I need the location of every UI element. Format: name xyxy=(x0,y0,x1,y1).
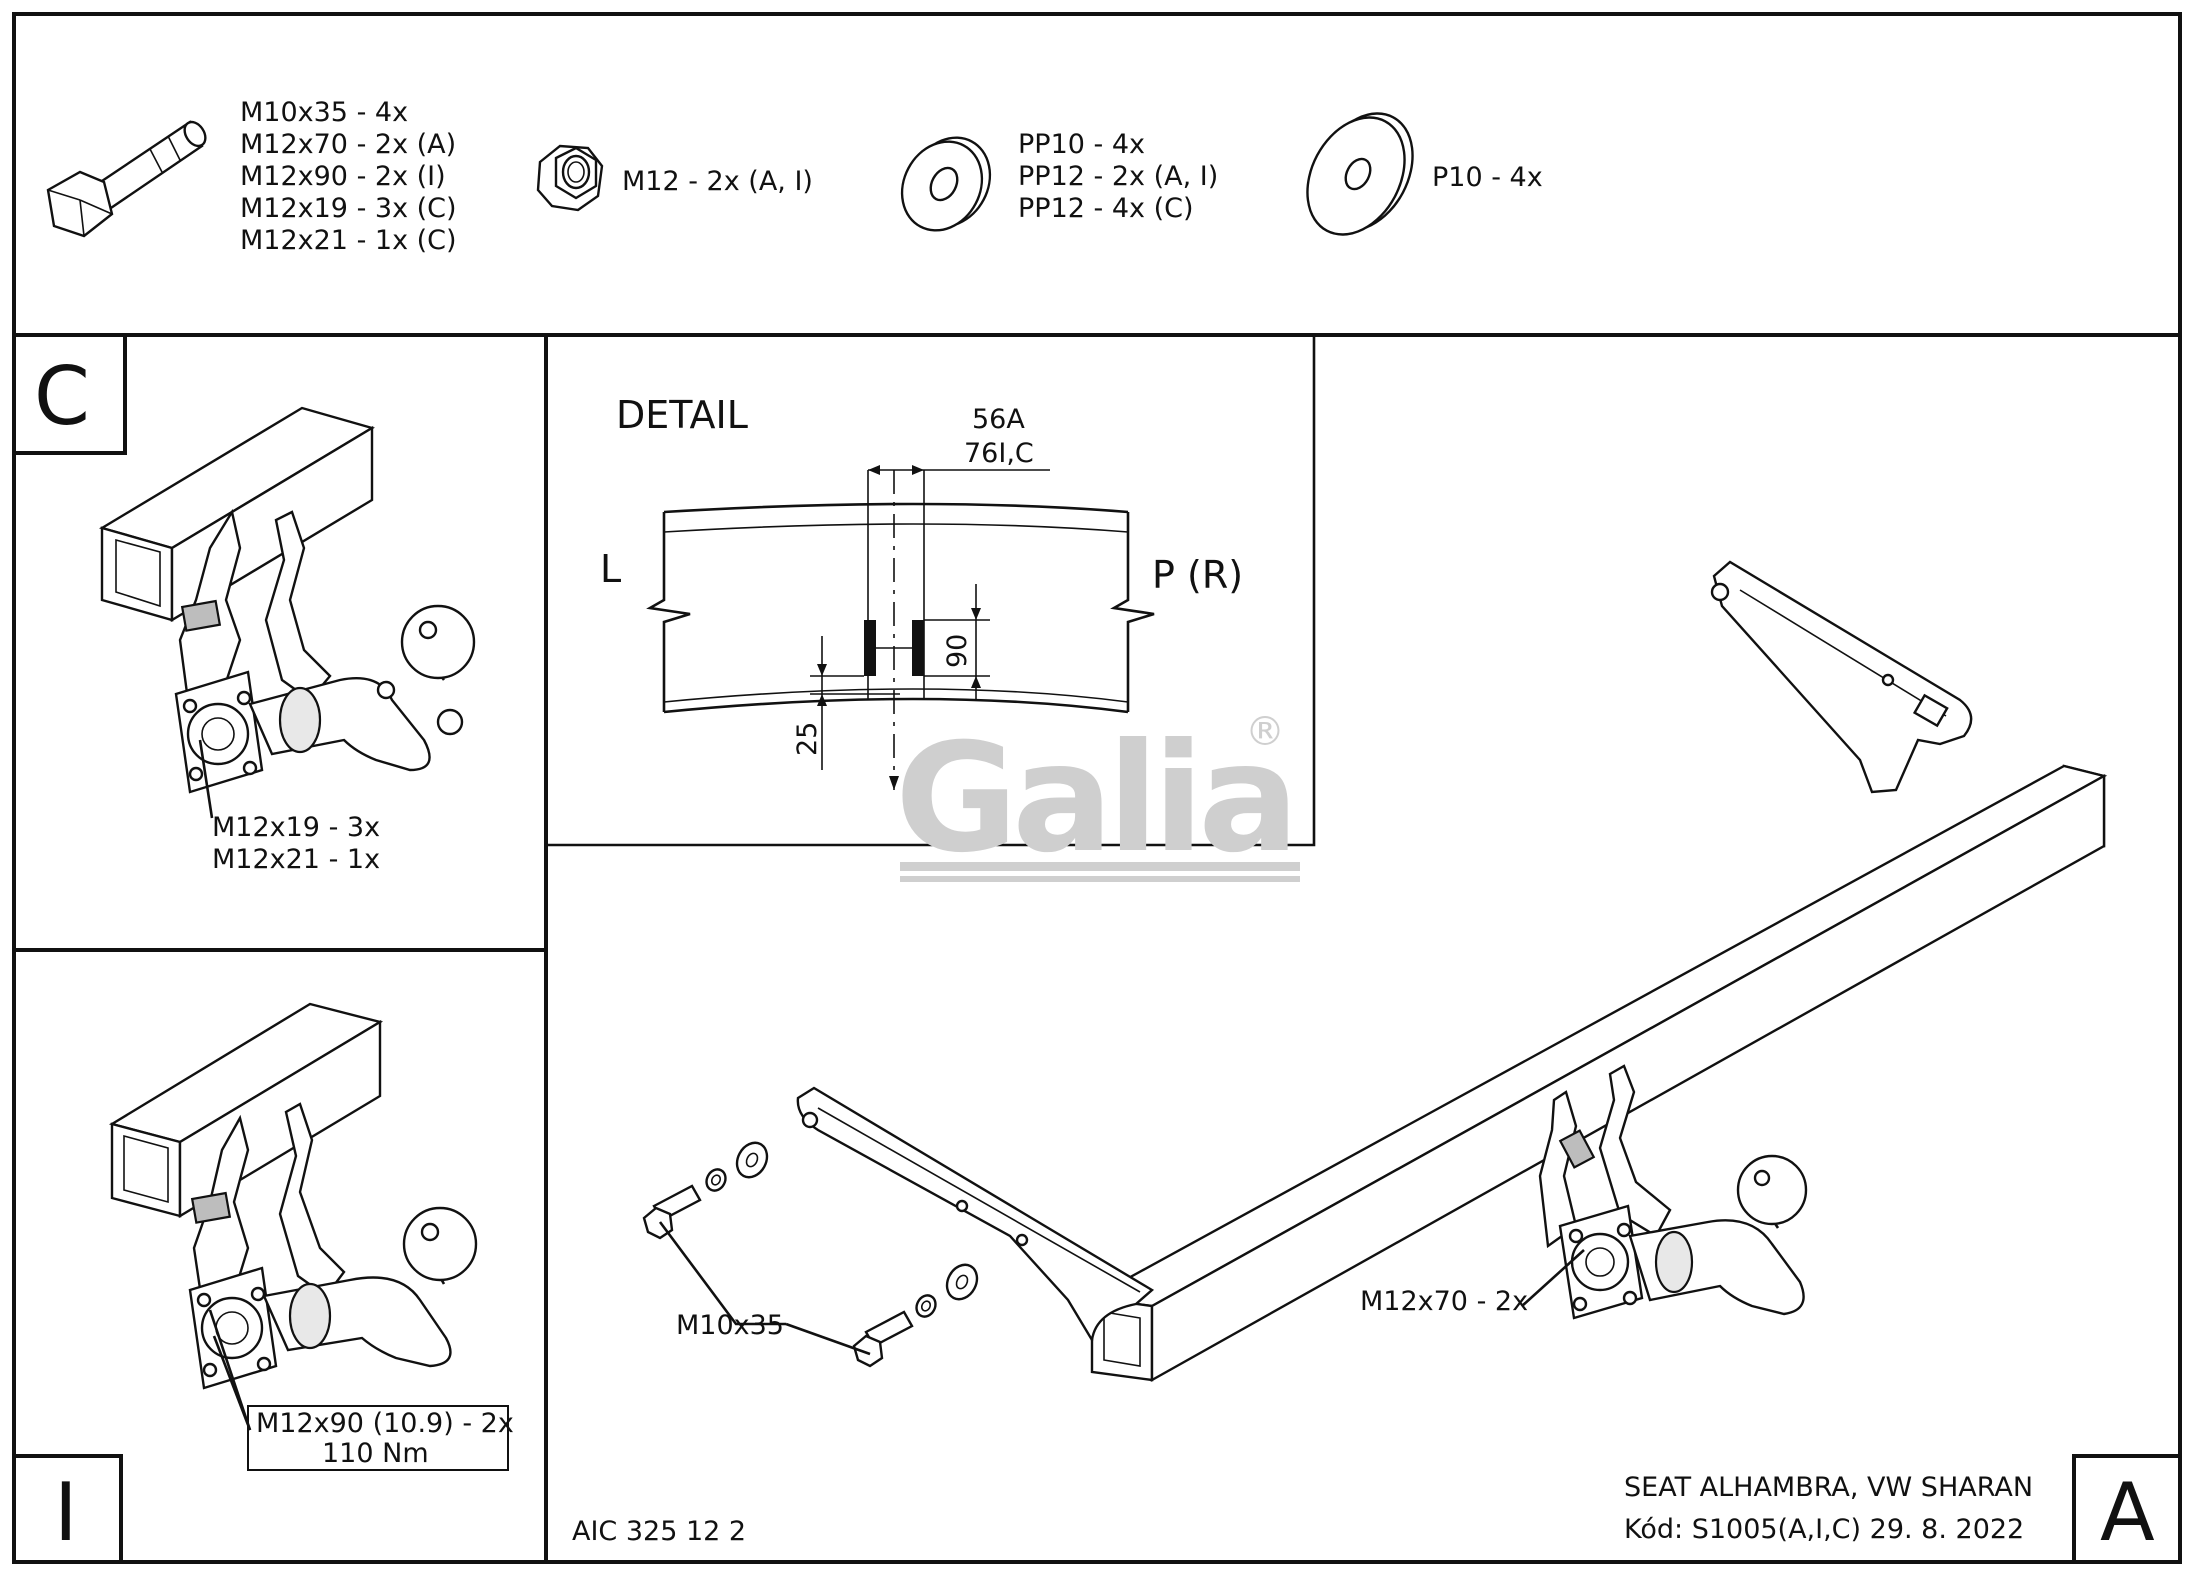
detail-dim-offset: 25 xyxy=(792,722,823,756)
part-code: AIC 325 12 2 xyxy=(572,1516,746,1547)
detail-dim-height: 90 xyxy=(942,634,973,668)
panel-c-towbar-drawing xyxy=(99,406,476,794)
panel-c-letter: C xyxy=(34,350,90,443)
drawing-frame xyxy=(12,12,2182,1564)
bolt-line-5: M12x21 - 1x (C) xyxy=(240,225,457,256)
main-callouts: M10x35 M12x70 - 2x xyxy=(658,1221,1585,1356)
washer-icon xyxy=(900,136,992,232)
detail-dim-top-line-2: 76I,C xyxy=(964,438,1034,469)
code-line: Kód: S1005(A,I,C) 29. 8. 2022 xyxy=(1624,1514,2024,1545)
detail-left-label: L xyxy=(600,547,621,591)
bolt-icon xyxy=(46,120,207,238)
logo-text: Galia xyxy=(895,712,1293,886)
panel-c-callout-line-2: M12x21 - 1x xyxy=(212,844,380,875)
hardware-row: M10x35 - 4x M12x70 - 2x (A) M12x90 - 2x … xyxy=(46,97,1543,256)
main-ball-callout: M12x70 - 2x xyxy=(1360,1286,1528,1317)
detail-beam-drawing xyxy=(646,465,1155,790)
logo-registered-mark: ® xyxy=(1245,709,1285,755)
bolt-line-1: M10x35 - 4x xyxy=(240,97,408,128)
galia-logo: Galia ® xyxy=(895,709,1300,886)
nut-label: M12 - 2x (A, I) xyxy=(622,166,813,197)
panel-i-letter: I xyxy=(54,1466,78,1559)
bolt-line-2: M12x70 - 2x (A) xyxy=(240,129,456,160)
panel-c: C xyxy=(12,333,476,875)
bolt-line-3: M12x90 - 2x (I) xyxy=(240,161,446,192)
vehicle-name: SEAT ALHAMBRA, VW SHARAN xyxy=(1624,1472,2033,1503)
large-washer-icon xyxy=(1306,112,1414,236)
detail-dim-top-line-1: 56A xyxy=(972,404,1025,435)
nut-icon xyxy=(536,144,604,212)
main-bolt-callout: M10x35 xyxy=(676,1310,784,1341)
detail-title: DETAIL xyxy=(616,393,748,437)
washer-line-3: PP12 - 4x (C) xyxy=(1018,193,1194,224)
panel-i-callout-line-1: M12x90 (10.9) - 2x xyxy=(256,1408,514,1439)
title-block: A AIC 325 12 2 SEAT ALHAMBRA, VW SHARAN … xyxy=(572,1454,2182,1564)
large-washer-label: P10 - 4x xyxy=(1432,162,1543,193)
detail-right-label: P (R) xyxy=(1152,553,1243,597)
washer-line-1: PP10 - 4x xyxy=(1018,129,1145,160)
bolt-line-4: M12x19 - 3x (C) xyxy=(240,193,457,224)
panel-i: I M12x90 (10.9) - 2x 110 Nm xyxy=(12,1002,514,1564)
washer-line-2: PP12 - 2x (A, I) xyxy=(1018,161,1218,192)
panel-c-callout-line-1: M12x19 - 3x xyxy=(212,812,380,843)
panel-i-towbar-drawing xyxy=(108,1002,478,1390)
main-letter: A xyxy=(2100,1466,2155,1559)
main-towbar-drawing xyxy=(642,560,2108,1383)
detail-panel: DETAIL 56A 76I,C L P (R) xyxy=(600,393,1243,790)
panel-i-callout-line-2: 110 Nm xyxy=(322,1438,429,1469)
